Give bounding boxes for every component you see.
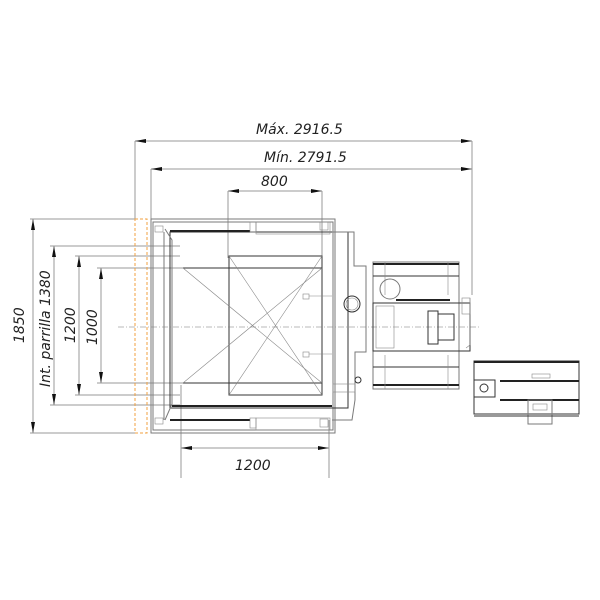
dimension-max-width: Máx. 2916.5 [134, 122, 473, 295]
dimension-min-width: Mín. 2791.5 [150, 150, 472, 220]
min-width-label: Mín. 2791.5 [264, 150, 347, 166]
max-width-label: Máx. 2916.5 [256, 122, 343, 138]
height-1850-label: 1850 [12, 307, 28, 343]
dimension-bottom-1200-label: 1200 [235, 458, 271, 474]
height-1000-label: 1000 [85, 309, 101, 345]
grill-interior-label: Int. parrilla 1380 [38, 270, 54, 387]
side-view-unit [473, 360, 580, 425]
dimension-height-1200: 1200 [63, 255, 180, 396]
conveyor-unit [372, 261, 471, 390]
dimension-grill-1380: Int. parrilla 1380 [38, 245, 180, 406]
side-panel [332, 231, 367, 421]
dimension-bottom-1200: 1200 [180, 385, 330, 478]
height-1200-label: 1200 [63, 307, 79, 343]
dashed-outline [134, 218, 148, 434]
dimension-1850: 1850 [12, 218, 135, 434]
inner-grill [182, 255, 332, 396]
dimension-800: 800 [227, 174, 323, 258]
main-tank [150, 218, 349, 434]
dimension-800-label: 800 [261, 174, 288, 190]
dimension-height-1000: 1000 [85, 267, 230, 384]
